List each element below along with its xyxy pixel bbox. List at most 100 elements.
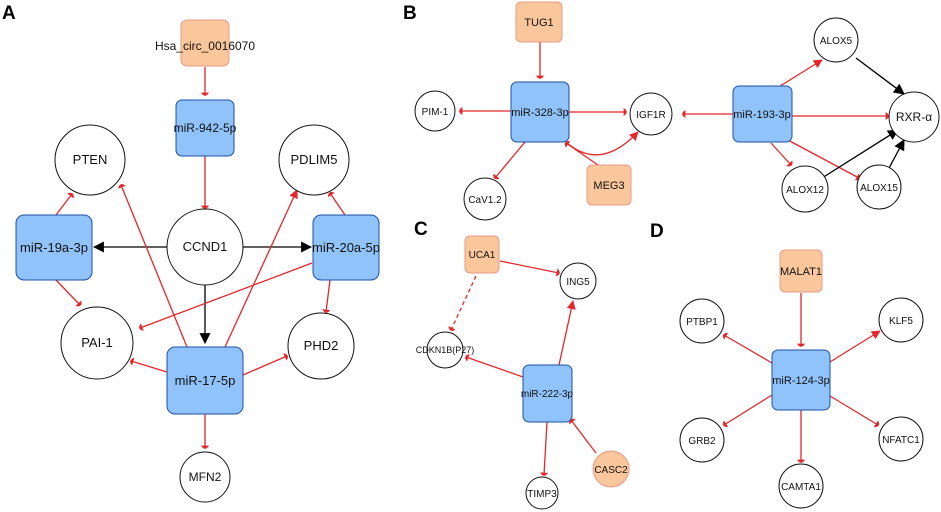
node-circle-nfatc1 <box>878 416 924 462</box>
edge-alox12-rxra <box>821 129 899 179</box>
panel-label-a: A <box>2 3 16 24</box>
node-circle-mfn2 <box>179 451 231 503</box>
node-label-ptbp1: PTBP1 <box>686 317 718 328</box>
edge-mir193-alox5 <box>776 59 823 89</box>
node-label-alox5: ALOX5 <box>820 36 853 47</box>
node-circle-ptbp1 <box>679 298 725 344</box>
node-label-circ: Hsa_circ_0016070 <box>155 39 255 53</box>
node-circle-cdkn1b <box>426 331 464 369</box>
node-circle-pai1 <box>60 306 134 380</box>
panel-label-d: D <box>650 221 664 242</box>
edge-mir17-pai1 <box>130 357 168 373</box>
node-label-tug1: TUG1 <box>524 17 553 29</box>
node-box-mir19a <box>15 214 93 281</box>
node-label-alox12: ALOX12 <box>786 185 824 196</box>
node-label-mir942: miR-942-5p <box>174 121 237 135</box>
node-circle-alox15 <box>856 164 902 210</box>
node-circle-casc2 <box>592 450 630 488</box>
edge-alox5-rxra <box>855 57 905 95</box>
edge-mir17-pten <box>118 184 188 348</box>
node-label-malat1: MALAT1 <box>780 266 822 278</box>
edge-mir328-cav12 <box>493 141 526 180</box>
node-label-uca1: UCA1 <box>469 250 496 261</box>
node-label-mir328: miR-328-3p <box>511 107 568 119</box>
node-circle-pten <box>54 124 126 196</box>
node-circle-alox5 <box>813 17 859 63</box>
edge-mir193-alox15 <box>785 138 861 181</box>
node-label-mir124: miR-124-3p <box>772 375 829 387</box>
node-label-mir222: miR-222-3p <box>521 389 574 400</box>
node-box-meg3 <box>586 164 632 206</box>
node-box-mir193 <box>732 85 793 143</box>
node-box-circ <box>180 19 230 67</box>
node-label-mir19a: miR-19a-3p <box>20 240 88 255</box>
edge-mir124-klf5 <box>829 330 881 363</box>
node-box-mir17 <box>166 346 244 415</box>
node-label-cav12: CaV1.2 <box>468 195 502 206</box>
panel-label-c: C <box>414 219 428 240</box>
edge-mir193-alox12 <box>770 142 793 167</box>
node-circle-camta1 <box>778 463 824 509</box>
edge-uca1-ing5 <box>499 260 560 277</box>
edge-mir19a-pten <box>55 192 74 216</box>
node-circle-cav12 <box>463 177 507 221</box>
node-label-casc2: CASC2 <box>594 465 628 476</box>
node-box-mir20a <box>312 214 380 281</box>
edge-mir20a-pai1 <box>139 262 313 331</box>
node-label-grb2: GRB2 <box>688 436 716 447</box>
node-circle-alox12 <box>781 165 829 213</box>
node-box-malat1 <box>779 249 823 293</box>
node-circle-pim1 <box>414 90 456 132</box>
node-circle-pdlim5 <box>278 124 350 196</box>
node-box-tug1 <box>515 1 563 43</box>
node-label-mfn2: MFN2 <box>189 470 222 484</box>
node-label-camta1: CAMTA1 <box>781 482 821 493</box>
edge-mir20a-pdlim5 <box>328 191 346 216</box>
node-label-mir193: miR-193-3p <box>733 109 790 121</box>
edge-mir17-pdlim5 <box>224 189 298 348</box>
node-box-mir942 <box>175 99 235 157</box>
edge-uca1-cdkn1b <box>448 275 477 331</box>
panel-label-b: B <box>403 3 417 24</box>
edge-mir17-phd2 <box>242 353 288 376</box>
edge-igf1r-mir328-loop <box>565 131 639 156</box>
node-circle-grb2 <box>679 417 725 463</box>
node-circle-igf1r <box>629 92 673 136</box>
node-label-pim1: PIM-1 <box>422 107 449 118</box>
node-label-mir20a: miR-20a-5p <box>312 240 380 255</box>
node-label-timp3: TIMP3 <box>527 489 557 500</box>
edge-casc2-mir222 <box>569 418 597 454</box>
node-box-mir328 <box>510 81 570 143</box>
node-label-rxra: RXR-α <box>896 110 932 124</box>
node-circle-ccnd1 <box>166 208 244 286</box>
node-label-alox15: ALOX15 <box>860 183 898 194</box>
node-label-cdkn1b: CDKN1B(P27) <box>416 345 475 355</box>
edge-mir222-ing5 <box>558 300 576 366</box>
node-label-pdlim5: PDLIM5 <box>291 152 338 167</box>
edge-alox15-rxra <box>887 139 905 171</box>
node-circle-rxra <box>888 91 940 143</box>
node-circle-klf5 <box>878 297 924 343</box>
node-label-phd2: PHD2 <box>304 338 339 353</box>
nodes: Hsa_circ_0016070 miR-942-5p PTEN PDLIM5 … <box>15 1 940 510</box>
edge-mir20a-phd2 <box>322 279 331 313</box>
node-box-uca1 <box>464 235 500 274</box>
node-label-klf5: KLF5 <box>889 316 913 327</box>
edge-mir19a-pai1 <box>55 279 82 307</box>
node-label-pai1: PAI-1 <box>81 335 113 350</box>
edge-mir222-timp3 <box>540 421 549 476</box>
edge-mir124-grb2 <box>722 394 773 428</box>
edge-mir222-cdkn1b <box>465 354 524 378</box>
node-label-mir17: miR-17-5p <box>175 373 236 388</box>
edge-mir124-nfatc1 <box>829 395 880 428</box>
node-label-ing5: ING5 <box>566 277 590 288</box>
node-box-mir124 <box>771 349 831 411</box>
panel-letters: A B C D <box>2 3 664 242</box>
edge-mir124-ptbp1 <box>722 332 773 364</box>
node-circle-phd2 <box>287 312 355 380</box>
node-box-mir222 <box>522 364 573 423</box>
edges <box>55 42 905 476</box>
node-label-pten: PTEN <box>73 152 108 167</box>
